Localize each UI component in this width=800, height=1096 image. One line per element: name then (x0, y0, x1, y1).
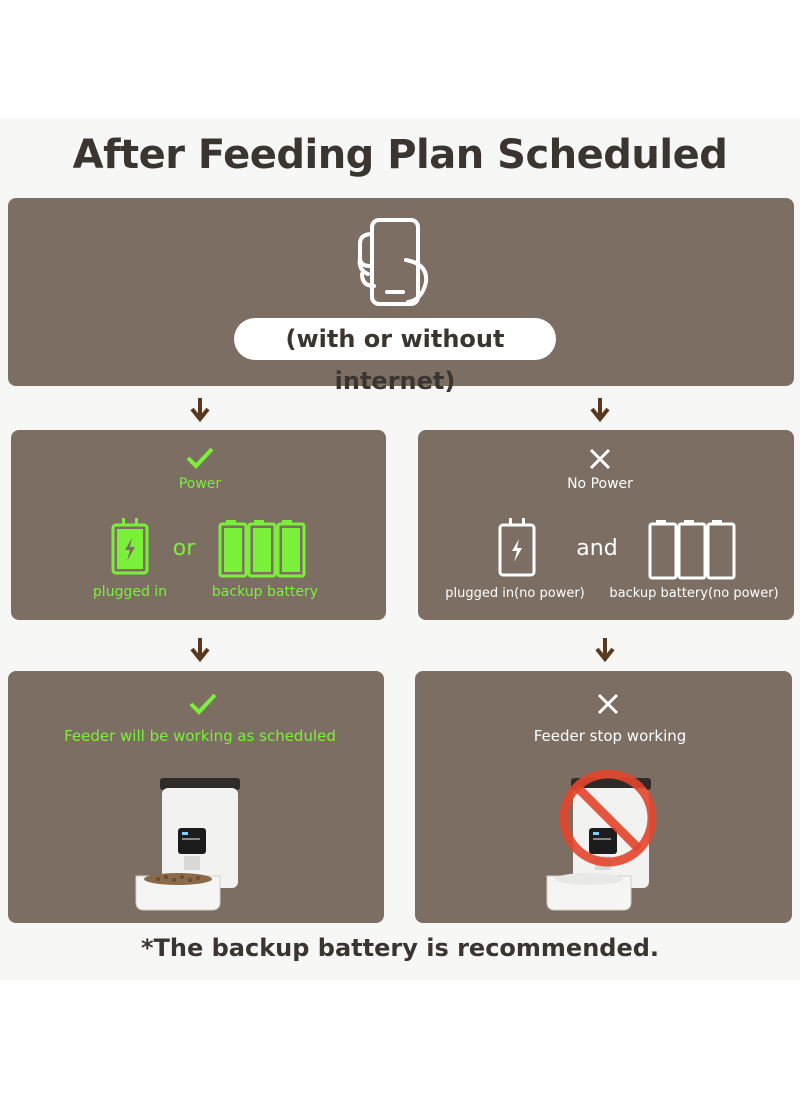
backup-battery-label: backup battery (211, 584, 319, 600)
cross-icon (597, 693, 619, 715)
plugged-in-no-power-label: plugged in(no power) (445, 586, 585, 601)
and-connector: and (576, 536, 618, 561)
cross-icon (589, 448, 611, 470)
backup-battery-icon (648, 520, 738, 580)
check-icon (185, 446, 215, 470)
plug-battery-icon (497, 516, 537, 578)
page-title: After Feeding Plan Scheduled (72, 132, 728, 178)
prohibited-icon (556, 766, 660, 870)
arrow-down-icon (190, 638, 210, 662)
arrow-down-icon (190, 398, 210, 422)
pet-feeder-image (134, 776, 242, 912)
internet-note-pill: (with or without internet) (234, 318, 556, 395)
stop-working-label: Feeder stop working (533, 727, 687, 745)
backup-battery-footnote: *The backup battery is recommended. (140, 934, 660, 962)
power-label: Power (178, 476, 222, 492)
arrow-down-icon (590, 398, 610, 422)
working-label: Feeder will be working as scheduled (64, 727, 336, 745)
plugged-in-label: plugged in (92, 584, 168, 600)
backup-battery-icon (218, 520, 308, 578)
hand-holding-phone-icon (352, 212, 442, 308)
check-icon (188, 692, 218, 716)
plug-battery-icon (110, 516, 150, 576)
backup-battery-no-power-label: backup battery(no power) (609, 586, 779, 601)
or-connector: or (172, 536, 196, 561)
arrow-down-icon (595, 638, 615, 662)
no-power-label: No Power (567, 476, 633, 492)
